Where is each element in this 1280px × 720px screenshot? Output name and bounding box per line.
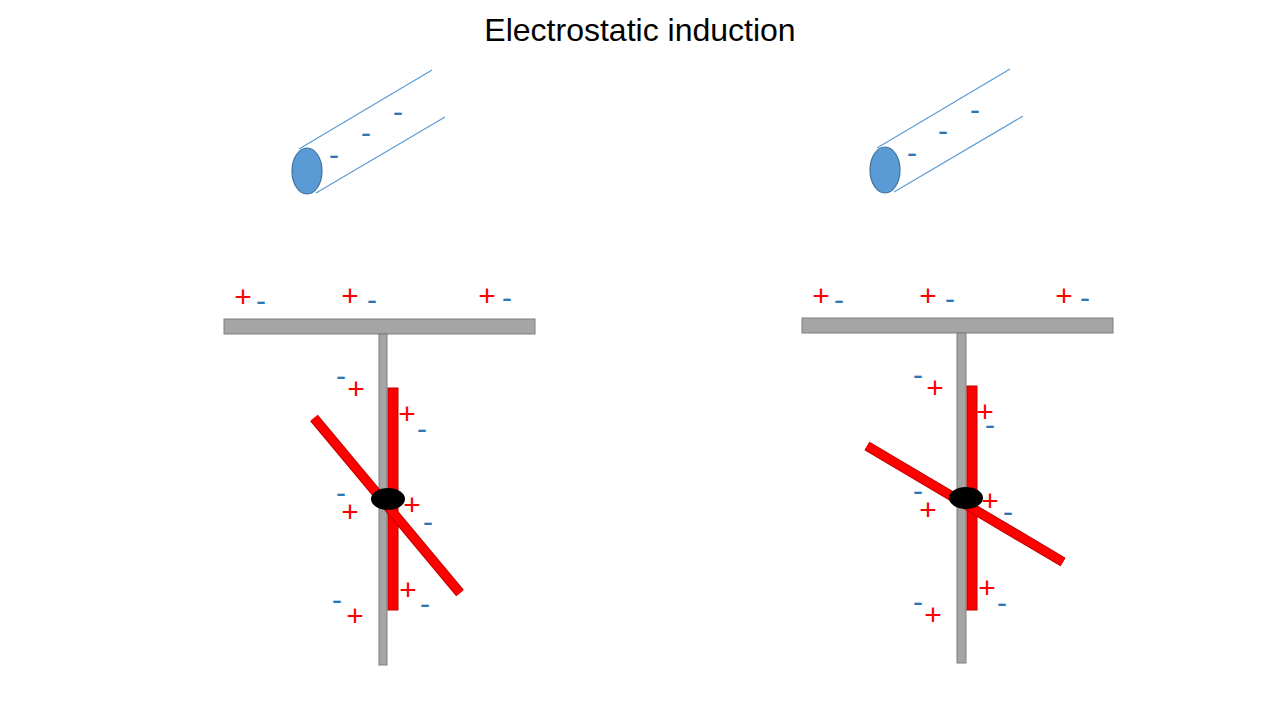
charge-sign: - — [502, 283, 512, 313]
charge-sign: - — [361, 118, 371, 148]
charge-sign: - — [985, 410, 995, 440]
charge-sign: + — [1055, 281, 1073, 311]
charge-sign: - — [1080, 283, 1090, 313]
charge-sign: - — [913, 587, 923, 617]
charge-sign: + — [341, 497, 359, 527]
electroscope — [224, 319, 535, 665]
charge-sign: - — [970, 95, 980, 125]
charge-sign: + — [926, 373, 944, 403]
charged-rod — [292, 70, 445, 194]
charge-sign: - — [336, 361, 346, 391]
charge-sign: - — [423, 507, 433, 537]
charge-sign: - — [997, 588, 1007, 618]
charge-sign: + — [812, 281, 830, 311]
charge-sign: + — [978, 573, 996, 603]
charge-sign: - — [938, 116, 948, 146]
charge-sign: - — [913, 360, 923, 390]
charge-sign: - — [907, 138, 917, 168]
charge-sign: - — [834, 285, 844, 315]
charge-sign: - — [945, 284, 955, 314]
charge-sign: - — [1003, 497, 1013, 527]
charge-sign: - — [393, 97, 403, 127]
diagram-title: Electrostatic induction — [484, 14, 795, 46]
charge-sign: + — [478, 281, 496, 311]
charge-sign: + — [347, 374, 365, 404]
charge-sign: - — [332, 585, 342, 615]
charge-sign: + — [399, 575, 417, 605]
charge-sign: - — [367, 285, 377, 315]
charge-sign: - — [420, 589, 430, 619]
charge-sign: + — [919, 495, 937, 525]
electroscope — [802, 318, 1113, 663]
charge-sign: + — [234, 282, 252, 312]
charge-sign: + — [346, 601, 364, 631]
charge-sign: + — [403, 490, 421, 520]
charge-sign: - — [329, 140, 339, 170]
charge-sign: + — [398, 399, 416, 429]
charge-sign: + — [919, 281, 937, 311]
charge-sign: - — [417, 414, 427, 444]
charge-sign: + — [341, 281, 359, 311]
charge-sign: - — [256, 286, 266, 316]
charge-sign: + — [981, 486, 999, 516]
charge-sign: + — [924, 600, 942, 630]
charged-rod — [870, 69, 1023, 193]
